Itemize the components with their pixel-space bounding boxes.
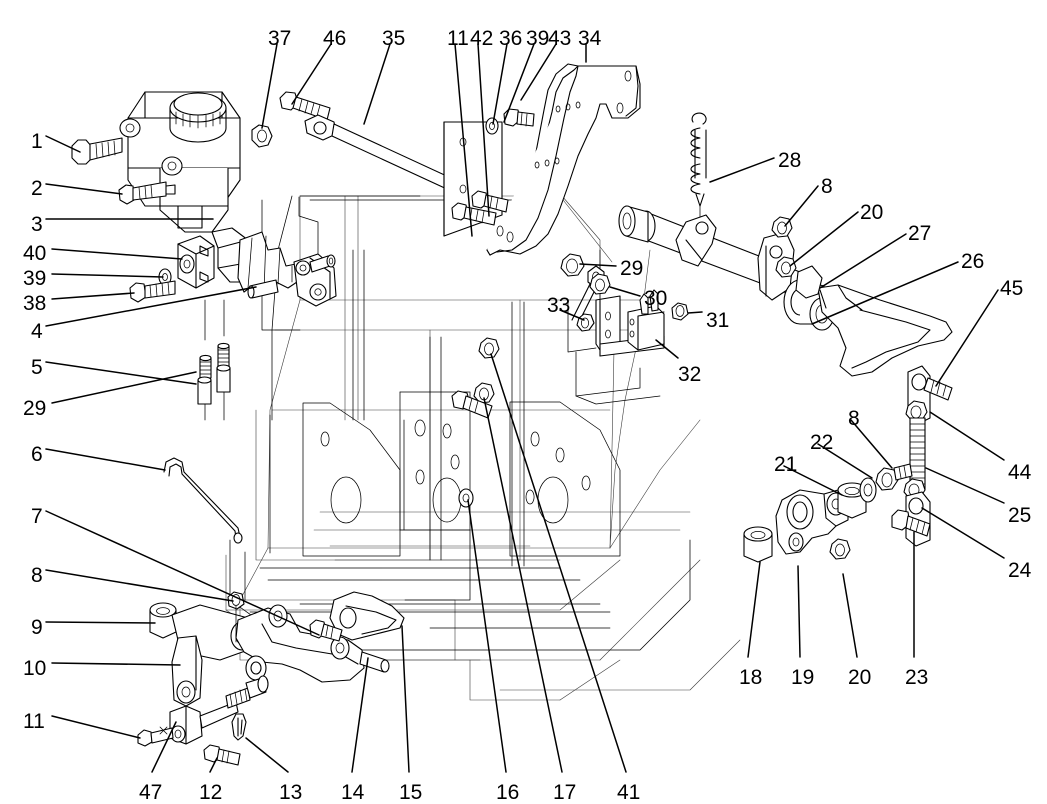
callout-10: 10 xyxy=(23,657,47,680)
callout-45: 45 xyxy=(1000,277,1024,300)
callout-16: 16 xyxy=(496,781,520,804)
callout-7: 7 xyxy=(31,505,43,528)
callout-8-upper: 8 xyxy=(821,175,833,198)
callout-3: 3 xyxy=(31,213,43,236)
callout-47: 47 xyxy=(139,781,163,804)
callout-23: 23 xyxy=(905,666,929,689)
callout-34: 34 xyxy=(578,27,602,50)
callout-44: 44 xyxy=(1008,461,1032,484)
callout-25: 25 xyxy=(1008,504,1032,527)
callout-24: 24 xyxy=(1008,559,1032,582)
callout-43: 43 xyxy=(548,27,572,50)
aux-bracket xyxy=(567,299,661,405)
callout-38: 38 xyxy=(23,292,47,315)
callout-11-left: 11 xyxy=(23,710,45,733)
part-8-nut-upper xyxy=(771,216,793,238)
callout-36: 36 xyxy=(499,27,523,50)
callout-40: 40 xyxy=(23,242,47,265)
part-46-bolt xyxy=(279,91,331,121)
callout-29-center: 29 xyxy=(620,257,644,280)
callout-37: 37 xyxy=(268,27,292,50)
part-31-switch xyxy=(627,289,689,351)
callout-17: 17 xyxy=(553,781,577,804)
callout-22: 22 xyxy=(810,431,834,454)
callout-2: 2 xyxy=(31,177,43,200)
callout-27: 27 xyxy=(908,222,932,245)
callout-11-top: 11 xyxy=(447,27,469,50)
callout-21: 21 xyxy=(774,453,798,476)
part-38-bolt xyxy=(129,280,176,303)
callout-4: 4 xyxy=(31,320,43,343)
right-rod-assembly xyxy=(891,365,953,547)
part-29-nut xyxy=(560,253,585,277)
part-37-nut xyxy=(251,124,273,148)
callout-26: 26 xyxy=(961,250,985,273)
part-16-washer xyxy=(458,488,474,508)
part-2-fitting xyxy=(118,181,176,205)
callout-28: 28 xyxy=(778,149,802,172)
part-14-pin xyxy=(359,651,390,673)
callout-15: 15 xyxy=(399,781,423,804)
callout-13: 13 xyxy=(279,781,303,804)
callout-41: 41 xyxy=(617,781,641,804)
callout-33: 33 xyxy=(547,294,571,317)
reservoir-cap xyxy=(169,92,227,143)
part-20-nut-upper xyxy=(775,256,797,278)
rubber-boot xyxy=(237,231,301,293)
part-6-rod xyxy=(163,457,243,544)
master-cylinder-assembly xyxy=(119,91,337,307)
part-28-spring xyxy=(690,112,707,225)
callout-39-top: 39 xyxy=(526,27,550,50)
callout-30: 30 xyxy=(644,287,668,310)
part-43-bolt-top xyxy=(503,108,535,127)
part-center-bolt xyxy=(451,390,493,419)
callout-9: 9 xyxy=(31,616,43,639)
part-15-pedal-pad xyxy=(329,591,405,641)
part-12-bolt xyxy=(203,744,241,766)
part-11-pin xyxy=(309,254,336,273)
lower-right-linkage xyxy=(743,463,913,563)
part-36-washer xyxy=(485,117,499,135)
callout-14: 14 xyxy=(341,781,365,804)
callout-18: 18 xyxy=(739,666,763,689)
chassis-left-plate xyxy=(302,402,401,557)
part-41-nut xyxy=(478,337,500,359)
part-11-bolt-lower xyxy=(137,726,174,747)
part-4-pin xyxy=(247,279,279,299)
callout-39-left: 39 xyxy=(23,267,47,290)
part-5-fittings xyxy=(197,299,231,421)
callout-6: 6 xyxy=(31,443,43,466)
callout-31: 31 xyxy=(706,309,730,332)
part-42-bolts xyxy=(451,190,509,226)
part-1-bolt xyxy=(71,137,123,165)
callout-42: 42 xyxy=(470,27,494,50)
callout-32: 32 xyxy=(678,363,702,386)
chassis-right-plate xyxy=(509,401,621,557)
callout-29-left: 29 xyxy=(23,397,47,420)
part-13-clip xyxy=(231,713,247,741)
callout-20-upper: 20 xyxy=(860,201,884,224)
callout-46: 46 xyxy=(323,27,347,50)
part-34-bracket xyxy=(486,63,641,256)
leader-lines xyxy=(45,43,1005,773)
callout-1: 1 xyxy=(31,130,43,153)
part-9-bushing xyxy=(149,602,177,639)
callout-12: 12 xyxy=(199,781,223,804)
part-40-block xyxy=(177,235,215,289)
callout-8-lower: 8 xyxy=(848,407,860,430)
callout-8-left: 8 xyxy=(31,564,43,587)
callout-5: 5 xyxy=(31,356,43,379)
callout-20-lower: 20 xyxy=(848,666,872,689)
part-30-nut xyxy=(589,273,611,295)
part-33-nut-small xyxy=(576,313,595,332)
callout-35: 35 xyxy=(382,27,406,50)
callout-19: 19 xyxy=(791,666,815,689)
machine-frame-solid xyxy=(261,195,601,567)
